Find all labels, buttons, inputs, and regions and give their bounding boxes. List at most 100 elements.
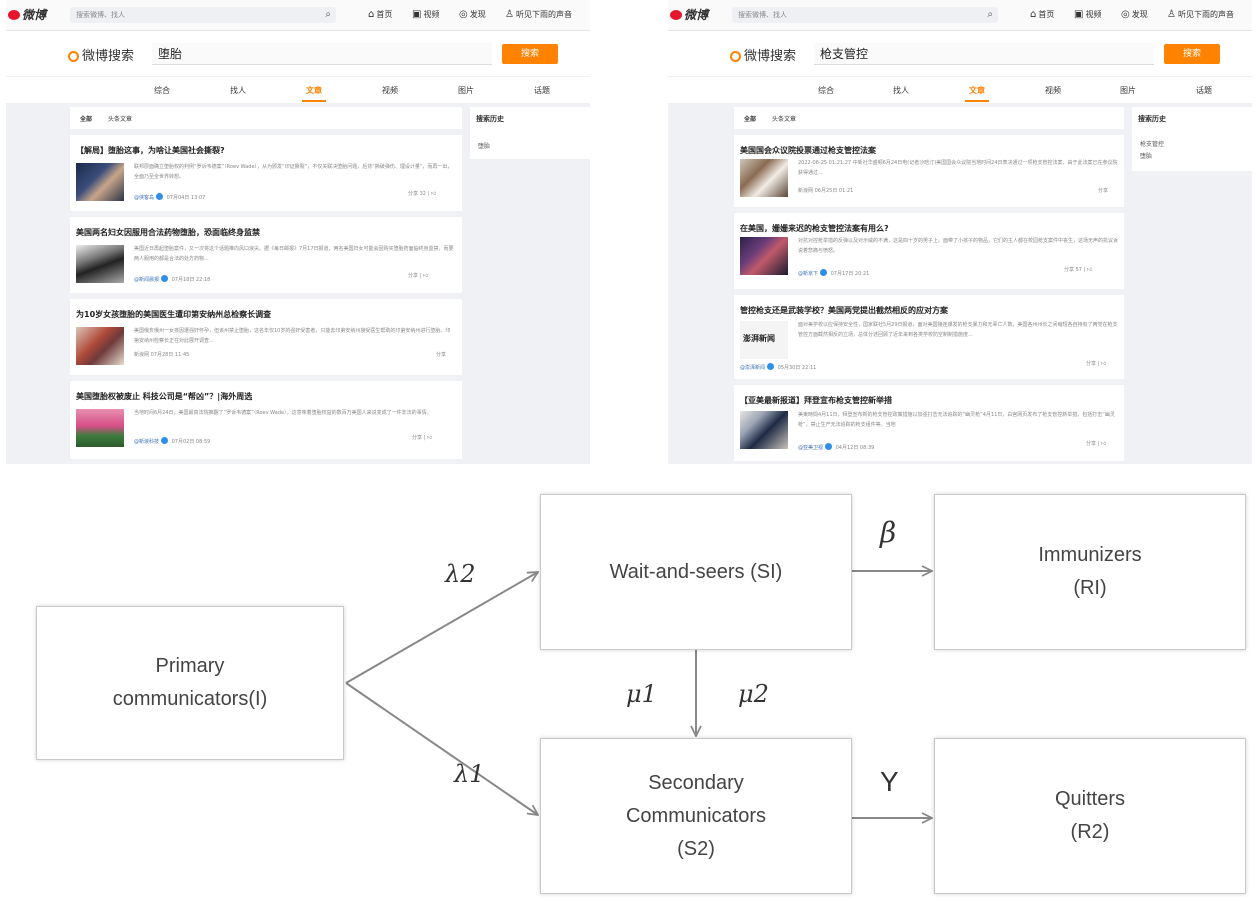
edge-primary-to-wait: [345, 572, 538, 684]
history-item[interactable]: 堕胎: [1140, 153, 1153, 160]
sub-tabs: 全部 头条文章: [70, 107, 462, 129]
search-history: 搜索历史 堕胎: [470, 107, 590, 159]
article-card[interactable]: 美国两名妇女因服用合法药物堕胎，恐面临终身监禁 美国近日再起堕胎案件，又一次将这…: [70, 217, 462, 293]
article-thumbnail[interactable]: [740, 411, 788, 449]
article-title[interactable]: 在美国，姗姗来迟的枪支管控法案有用么?: [740, 224, 889, 233]
tab-people[interactable]: 找人: [893, 86, 909, 95]
user-icon: ♙: [1167, 9, 1176, 20]
article-meta: @新闻晨报 07月18日 22:18: [134, 275, 211, 283]
subtab-headline[interactable]: 头条文章: [108, 116, 133, 123]
tab-images[interactable]: 图片: [1120, 86, 1136, 95]
search-input[interactable]: 堕胎: [152, 43, 492, 65]
label-beta: β: [880, 516, 897, 549]
tab-all[interactable]: 综合: [154, 86, 170, 95]
article-snippet: 对抗对控枪举措的反弹以及对示威的不满，这是四十岁的男子上。面带了小孩子的物品，它…: [798, 238, 1118, 254]
top-search-input[interactable]: 搜索微博、找人⌕: [70, 7, 336, 23]
tab-people[interactable]: 找人: [230, 86, 246, 95]
search-ring-icon: [68, 51, 79, 62]
article-title[interactable]: 美国国会众议院投票通过枪支管控法案: [740, 146, 876, 155]
share-like[interactable]: 分享 | 👍︎: [1086, 361, 1107, 367]
article-card[interactable]: 【亚美最新报道】拜登宣布枪支管控新举措 美東時間4月11日，拜登宣布新的枪支管控…: [734, 385, 1124, 461]
article-thumbnail[interactable]: [76, 409, 124, 447]
tab-topics[interactable]: 话题: [1196, 86, 1212, 95]
search-icon[interactable]: ⌕: [987, 9, 993, 20]
tab-images[interactable]: 图片: [458, 86, 474, 95]
history-item[interactable]: 堕胎: [478, 143, 491, 150]
thumbs-up-icon: 👍︎: [426, 435, 433, 441]
article-thumbnail[interactable]: [76, 245, 124, 283]
article-title[interactable]: 【亚美最新报道】拜登宣布枪支管控新举措: [740, 396, 892, 405]
search-button[interactable]: 搜索: [502, 44, 558, 64]
article-card[interactable]: 在美国，姗姗来迟的枪支管控法案有用么? 对抗对控枪举措的反弹以及对示威的不满，这…: [734, 213, 1124, 289]
article-thumbnail[interactable]: [76, 327, 124, 365]
article-snippet: 联邦层面确立堕胎权的判例“罗诉韦德案”（Roev Wade），从为颁发“印证撕裂…: [134, 164, 453, 180]
user-icon: ♙: [505, 9, 514, 20]
article-meta: @亚美卫视 04月12日 08:39: [798, 443, 875, 451]
share-like[interactable]: 分享 57 | 👍︎: [1064, 267, 1093, 273]
nav-video[interactable]: ▣视频: [412, 9, 440, 20]
article-card[interactable]: 美国堕胎权被废止 科技公司是“帮凶”？|海外周选 当地时间6月24日，美国最高法…: [70, 381, 462, 459]
search-button[interactable]: 搜索: [1164, 44, 1220, 64]
tab-videos[interactable]: 视频: [382, 86, 398, 95]
nav-user[interactable]: ♙听见下雨的声音: [1167, 9, 1234, 20]
article-thumbnail[interactable]: [76, 163, 124, 201]
subtab-headline[interactable]: 头条文章: [772, 116, 797, 123]
article-meta: 新浪网 06月25日 01:21: [798, 188, 854, 194]
article-card[interactable]: 为10岁女孩堕胎的美国医生遭印第安纳州总检察长调查 美国俄亥俄州一女孩因遭强奸怀…: [70, 299, 462, 375]
video-icon: ▣: [412, 9, 422, 20]
sub-tabs: 全部 头条文章: [734, 107, 1124, 129]
article-card[interactable]: 管控枪支还是武装学校？美国两党提出截然相反的应对方案 澎湃新闻 面对美学校以应保…: [734, 295, 1124, 379]
thumbs-up-icon: 👍︎: [430, 191, 437, 197]
label-mu1: μ1: [626, 680, 657, 708]
article-thumbnail[interactable]: [740, 237, 788, 275]
verified-icon: [820, 269, 828, 276]
nav-video[interactable]: ▣视频: [1074, 9, 1102, 20]
article-title[interactable]: 美国两名妇女因服用合法药物堕胎，恐面临终身监禁: [76, 228, 260, 237]
top-search-input[interactable]: 搜索微博、找人⌕: [732, 7, 998, 23]
weibo-logo[interactable]: 微博: [670, 6, 708, 23]
nav-user[interactable]: ♙听见下雨的声音: [505, 9, 572, 20]
history-item[interactable]: 枪支管控: [1140, 141, 1165, 148]
tab-all[interactable]: 综合: [818, 86, 834, 95]
subtab-all[interactable]: 全部: [80, 116, 93, 123]
compass-icon: ◎: [459, 9, 468, 20]
verified-icon: [161, 275, 169, 282]
home-icon: ⌂: [368, 9, 375, 20]
article-title[interactable]: 【解局】堕胎这事，为啥让美国社会撕裂?: [76, 146, 225, 155]
weibo-logo[interactable]: 微博: [8, 6, 46, 23]
share-button[interactable]: 分享: [436, 352, 447, 358]
nav-discover[interactable]: ◎发现: [459, 9, 486, 20]
share-like[interactable]: 分享 | 👍︎: [1086, 441, 1107, 447]
article-title[interactable]: 美国堕胎权被废止 科技公司是“帮凶”？|海外周选: [76, 392, 253, 401]
article-snippet: 面对美学校以应保持安全性，国家联社5月29日报道，面对美国接连爆发的枪支暴力和无…: [798, 322, 1118, 338]
article-card[interactable]: 【解局】堕胎这事，为啥让美国社会撕裂? 联邦层面确立堕胎权的判例“罗诉韦德案”（…: [70, 135, 462, 211]
weibo-search-logo: 微博搜索: [68, 45, 134, 64]
search-input[interactable]: 枪支管控: [814, 43, 1154, 65]
label-mu2: μ2: [738, 680, 769, 708]
subtab-all[interactable]: 全部: [744, 116, 757, 123]
article-thumbnail[interactable]: [740, 159, 788, 197]
node-secondary-communicators: Secondary Communicators (S2): [540, 738, 852, 894]
article-thumbnail[interactable]: 澎湃新闻: [740, 321, 788, 359]
label-gamma: Y: [880, 766, 899, 797]
nav-home[interactable]: ⌂首页: [1030, 9, 1055, 20]
tab-videos[interactable]: 视频: [1045, 86, 1061, 95]
tab-articles[interactable]: 文章: [965, 86, 989, 102]
tab-articles[interactable]: 文章: [302, 86, 326, 102]
share-like[interactable]: 分享 32 | 👍︎: [408, 191, 437, 197]
article-card[interactable]: 美国国会众议院投票通过枪支管控法案 2022-06-25 01:21:27 中新…: [734, 135, 1124, 207]
search-history-title: 搜索历史: [1138, 115, 1166, 123]
label-lambda1: λ1: [454, 760, 485, 788]
share-like[interactable]: 分享 | 👍︎: [412, 435, 433, 441]
nav-discover[interactable]: ◎发现: [1121, 9, 1148, 20]
article-title[interactable]: 管控枪支还是武装学校？美国两党提出截然相反的应对方案: [740, 306, 948, 315]
article-meta: @侠客岛 07月04日 13:07: [134, 193, 206, 201]
nav-home[interactable]: ⌂首页: [368, 9, 393, 20]
search-icon[interactable]: ⌕: [325, 9, 331, 20]
share-like[interactable]: 分享 | 👍︎: [408, 273, 429, 279]
share-button[interactable]: 分享: [1098, 188, 1109, 194]
tab-topics[interactable]: 话题: [534, 86, 550, 95]
article-title[interactable]: 为10岁女孩堕胎的美国医生遭印第安纳州总检察长调查: [76, 310, 272, 319]
weibo-screenshot-abortion: 微博 搜索微博、找人⌕ ⌂首页 ▣视频 ◎发现 ♙听见下雨的声音 微博搜索 堕胎…: [6, 0, 590, 464]
